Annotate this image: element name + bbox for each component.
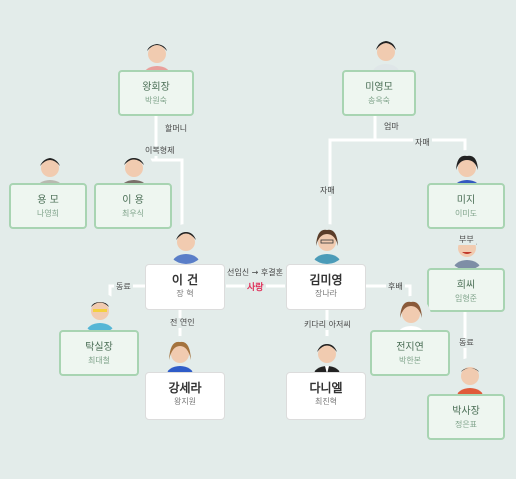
label-sister2: 자매: [318, 186, 337, 196]
kang-actor: 왕지원: [173, 397, 197, 406]
node-wang: 왕회장 박원숙: [118, 70, 194, 116]
label-ex: 전 연인: [168, 318, 197, 328]
huissi-actor: 임형준: [454, 294, 478, 303]
label-couple: 부부: [457, 235, 476, 245]
node-miji: 미지 이미도: [427, 183, 505, 229]
mi-mo-portrait: [366, 34, 406, 74]
jeonjiyeon-actor: 박한본: [398, 356, 422, 365]
node-tak: 탁실장 최대철: [59, 330, 139, 376]
label-mother: 엄마: [382, 122, 401, 132]
jeonjiyeon-portrait: [391, 296, 431, 336]
label-kidari: 키다리 아저씨: [302, 320, 353, 330]
mi-mo-name: 미영모: [365, 82, 393, 93]
node-daniel: 다니엘 최진혁: [286, 372, 366, 420]
yongmo-actor: 나영희: [36, 209, 60, 218]
tak-portrait: [80, 293, 120, 333]
label-sister: 자매: [413, 138, 432, 148]
mi-mo-actor: 송옥숙: [367, 96, 391, 105]
park-actor: 정은표: [454, 420, 478, 429]
label-grandmother: 할머니: [163, 124, 190, 134]
kang-portrait: [160, 336, 200, 376]
wang-actor: 박원숙: [144, 96, 168, 105]
jeonjiyeon-name: 전지연: [396, 342, 424, 353]
label-love: 사랑: [245, 283, 266, 293]
lee-geon-portrait: [166, 224, 206, 264]
park-portrait: [450, 358, 490, 398]
huissi-name: 희씨: [456, 280, 476, 291]
node-yongmo: 용 모 나영희: [9, 183, 87, 229]
node-kim-miyoung: 김미영 장나라: [286, 264, 366, 310]
wang-portrait: [137, 36, 177, 76]
miji-actor: 이미도: [454, 209, 478, 218]
kim-miyoung-portrait: [307, 224, 347, 264]
kim-miyoung-name: 김미영: [309, 273, 343, 287]
kang-name: 강세라: [168, 381, 202, 395]
daniel-actor: 최진혁: [314, 397, 338, 406]
node-kang: 강세라 왕지원: [145, 372, 225, 420]
node-jeonjiyeon: 전지연 박한본: [370, 330, 450, 376]
label-cousin: 이복형제: [143, 146, 177, 156]
yongmo-name: 용 모: [37, 195, 59, 206]
node-mi-mo: 미영모 송옥숙: [342, 70, 416, 116]
wang-name: 왕회장: [142, 82, 170, 93]
label-colleague1: 동료: [114, 282, 133, 292]
tak-actor: 최대철: [87, 356, 111, 365]
lee-yong-name: 이 용: [122, 195, 144, 206]
daniel-name: 다니엘: [309, 381, 343, 395]
miji-name: 미지: [456, 195, 476, 206]
kim-miyoung-actor: 장나라: [314, 289, 338, 298]
node-lee-yong: 이 용 최우식: [94, 183, 172, 229]
lee-yong-actor: 최우식: [121, 209, 145, 218]
tak-name: 탁실장: [85, 342, 113, 353]
daniel-portrait: [307, 336, 347, 376]
node-park: 박사장 정은표: [427, 394, 505, 440]
label-friend: 후배: [386, 282, 405, 292]
label-arranged: 선임신 → 후결혼: [225, 268, 285, 278]
lee-geon-name: 이 건: [171, 273, 199, 287]
node-lee-geon: 이 건 장 혁: [145, 264, 225, 310]
node-huissi: 희씨 임형준: [427, 268, 505, 312]
lee-geon-actor: 장 혁: [176, 289, 194, 298]
park-name: 박사장: [452, 406, 480, 417]
label-colleague2: 동료: [457, 338, 476, 348]
